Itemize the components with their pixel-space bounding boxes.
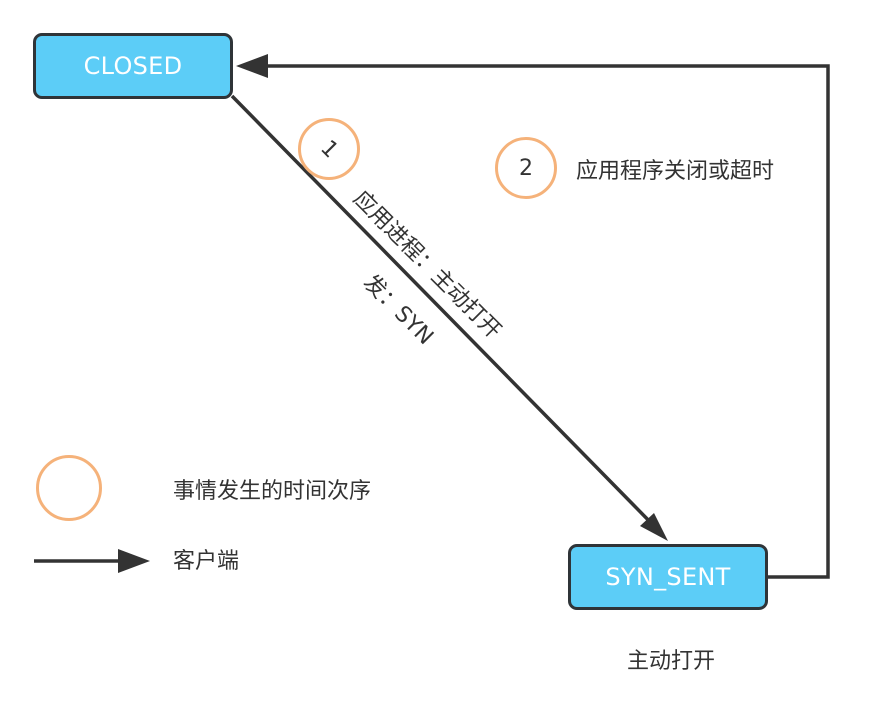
state-closed-label: CLOSED <box>83 52 183 80</box>
step-1-circle: 1 <box>298 118 360 180</box>
step-2-number: 2 <box>519 155 533 181</box>
arrow-closed-to-syn-sent <box>230 94 662 534</box>
legend-circle-label: 事情发生的时间次序 <box>173 479 372 504</box>
step-1-number: 1 <box>315 135 343 163</box>
legend-arrow-label: 客户端 <box>173 549 240 574</box>
step-2-label: 应用程序关闭或超时 <box>576 159 775 184</box>
arrowhead-closed <box>236 54 268 78</box>
state-syn-sent: SYN_SENT <box>568 544 768 610</box>
state-closed: CLOSED <box>33 33 233 99</box>
state-syn-sent-label: SYN_SENT <box>605 563 731 591</box>
arrow-syn-sent-to-closed <box>268 64 830 579</box>
syn-sent-caption: 主动打开 <box>627 649 716 674</box>
legend-circle-icon <box>36 455 102 521</box>
arrowhead-syn-sent <box>640 513 668 541</box>
step-2-circle: 2 <box>495 137 557 199</box>
legend-arrowhead <box>118 549 150 573</box>
